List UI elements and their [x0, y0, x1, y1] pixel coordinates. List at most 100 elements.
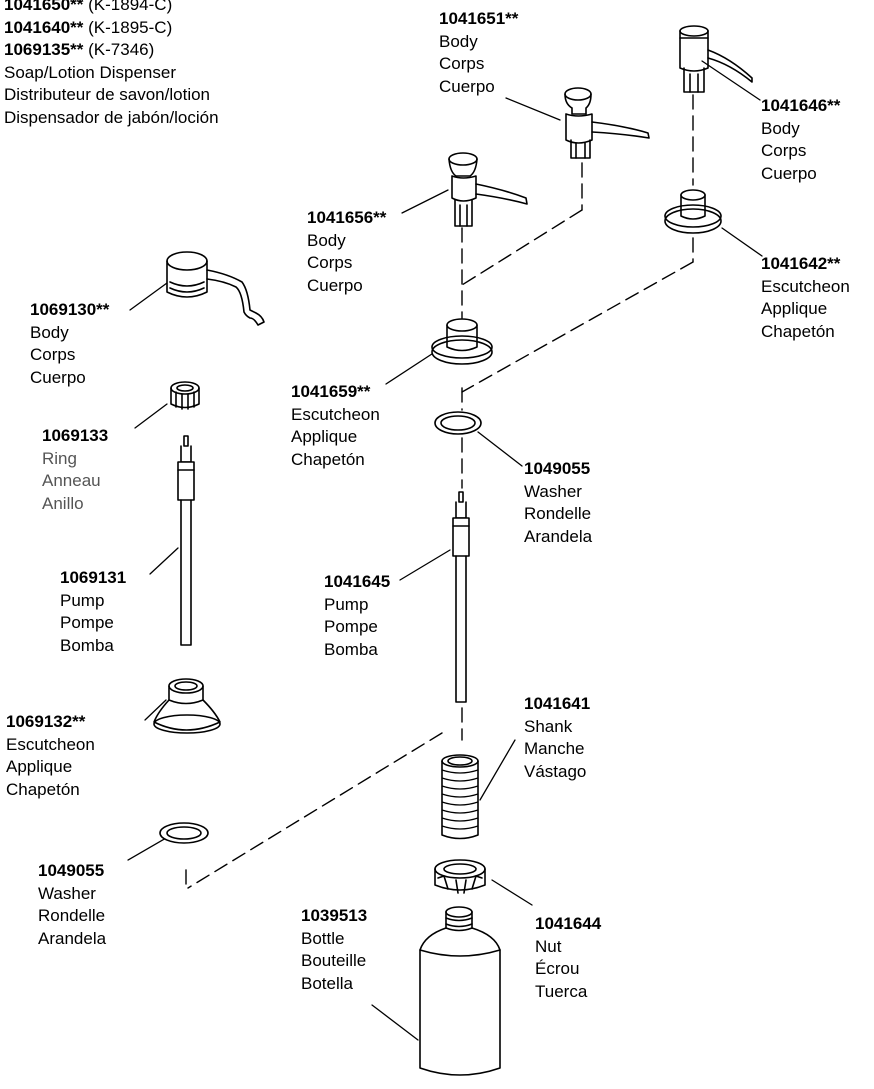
part-number: 1049055: [38, 861, 105, 880]
header-model-number: (K-7346): [83, 40, 155, 59]
part-1041651-body-drawing: [564, 87, 650, 159]
part-name-fr: Applique: [6, 757, 73, 776]
part-label-1049055-center: 1049055 Washer Rondelle Arandela: [524, 458, 592, 548]
part-label-1041641: 1041641 Shank Manche Vástago: [524, 693, 590, 783]
part-name-fr: Bouteille: [301, 951, 367, 970]
part-name-es: Chapetón: [761, 321, 835, 341]
part-number: 1041659**: [291, 382, 371, 401]
part-1041645-pump-drawing: [452, 491, 470, 703]
part-name-fr: Corps: [761, 141, 807, 160]
part-name-fr: Manche: [524, 739, 585, 758]
part-number: 1041642**: [761, 254, 841, 273]
part-name-en: Escutcheon: [6, 734, 95, 754]
part-number: 1041644: [535, 914, 602, 933]
part-1069132-escutcheon-drawing: [153, 678, 221, 734]
part-name-es: Bomba: [324, 639, 378, 659]
part-name-es: Tuerca: [535, 981, 588, 1001]
part-label-1041644: 1041644 Nut Écrou Tuerca: [535, 913, 601, 1003]
header-description-es: Dispensador de jabón/loción: [4, 107, 219, 127]
part-name-es: Botella: [301, 973, 353, 993]
part-1041659-escutcheon-drawing: [431, 318, 493, 365]
part-name-en: Body: [30, 322, 69, 342]
header-line-2: 1041640** (K-1895-C): [4, 17, 219, 40]
part-label-1041646: 1041646** Body Corps Cuerpo: [761, 95, 840, 185]
part-name-fr: Écrou: [535, 959, 580, 978]
part-name-es: Anillo: [42, 493, 84, 513]
part-name-fr: Pompe: [60, 613, 114, 632]
part-label-1049055-left: 1049055 Washer Rondelle Arandela: [38, 860, 106, 950]
leader-lines: [127, 60, 763, 1041]
part-1069130-body-drawing: [166, 251, 265, 326]
part-label-1041642: 1041642** Escutcheon Applique Chapetón: [761, 253, 850, 343]
part-1049055-washer-left-drawing: [159, 822, 209, 844]
part-name-es: Cuerpo: [30, 367, 86, 387]
part-name-es: Cuerpo: [761, 163, 817, 183]
part-1069133-ring-drawing: [170, 381, 200, 410]
part-label-1041645: 1041645 Pump Pompe Bomba: [324, 571, 390, 661]
part-1069131-pump-drawing: [177, 435, 195, 646]
part-label-1041651: 1041651** Body Corps Cuerpo: [439, 8, 518, 98]
part-name-en: Shank: [524, 716, 573, 736]
part-name-es: Chapetón: [6, 779, 80, 799]
part-name-fr: Pompe: [324, 617, 378, 636]
part-name-en: Ring: [42, 448, 77, 468]
part-1049055-washer-center-drawing: [434, 411, 482, 435]
part-name-fr: Corps: [30, 345, 76, 364]
header-description-fr: Distributeur de savon/lotion: [4, 85, 211, 104]
part-label-1041656: 1041656** Body Corps Cuerpo: [307, 207, 386, 297]
part-name-es: Bomba: [60, 635, 114, 655]
part-name-fr: Applique: [761, 299, 828, 318]
part-name-en: Nut: [535, 936, 562, 956]
part-name-fr: Anneau: [42, 471, 101, 490]
part-name-fr: Rondelle: [524, 504, 592, 523]
part-number: 1039513: [301, 906, 368, 925]
header-description-en: Soap/Lotion Dispenser: [4, 62, 177, 82]
part-name-en: Body: [439, 31, 478, 51]
part-name-en: Washer: [524, 481, 582, 501]
dispenser-header: 1041650** (K-1894-C) 1041640** (K-1895-C…: [4, 0, 219, 129]
part-name-es: Chapetón: [291, 449, 365, 469]
part-1041646-body-drawing: [679, 25, 753, 93]
part-name-es: Vástago: [524, 761, 587, 781]
part-label-1069132: 1069132** Escutcheon Applique Chapetón: [6, 711, 95, 801]
part-number: 1041646**: [761, 96, 841, 115]
part-name-es: Arandela: [38, 928, 107, 948]
part-name-es: Cuerpo: [439, 76, 495, 96]
part-label-1039513: 1039513 Bottle Bouteille Botella: [301, 905, 367, 995]
part-name-fr: Corps: [307, 253, 353, 272]
part-name-en: Body: [761, 118, 800, 138]
part-number: 1049055: [524, 459, 591, 478]
part-name-es: Arandela: [524, 526, 593, 546]
header-part-number: 1069135**: [4, 40, 84, 59]
part-name-en: Bottle: [301, 928, 345, 948]
part-label-1069133: 1069133 Ring Anneau Anillo: [42, 425, 108, 515]
header-part-number: 1041640**: [4, 17, 84, 37]
part-label-1069130: 1069130** Body Corps Cuerpo: [30, 299, 109, 389]
part-number: 1041645: [324, 572, 391, 591]
header-model-number: (K-1895-C): [83, 17, 173, 37]
part-number: 1069132**: [6, 712, 86, 731]
part-number: 1069130**: [30, 300, 110, 319]
part-number: 1041641: [524, 694, 591, 713]
part-number: 1041651**: [439, 9, 519, 28]
part-name-fr: Applique: [291, 427, 358, 446]
part-name-en: Escutcheon: [291, 404, 380, 424]
part-name-en: Body: [307, 230, 346, 250]
part-name-en: Pump: [60, 590, 105, 610]
part-label-1041659: 1041659** Escutcheon Applique Chapetón: [291, 381, 380, 471]
header-line-3: 1069135** (K-7346): [4, 39, 219, 62]
assembly-dashed-lines: [185, 94, 694, 891]
part-1041644-nut-drawing: [434, 859, 486, 894]
part-1041656-body-drawing: [448, 152, 528, 227]
part-label-1069131: 1069131 Pump Pompe Bomba: [60, 567, 126, 657]
part-name-es: Cuerpo: [307, 275, 363, 295]
part-name-fr: Rondelle: [38, 906, 106, 925]
header-model-number: (K-1894-C): [83, 0, 173, 14]
part-name-fr: Corps: [439, 54, 485, 73]
header-line-1: 1041650** (K-1894-C): [4, 0, 219, 17]
header-part-number: 1041650**: [4, 0, 84, 14]
part-1039513-bottle-drawing: [419, 906, 501, 1076]
part-number: 1069133: [42, 426, 109, 445]
